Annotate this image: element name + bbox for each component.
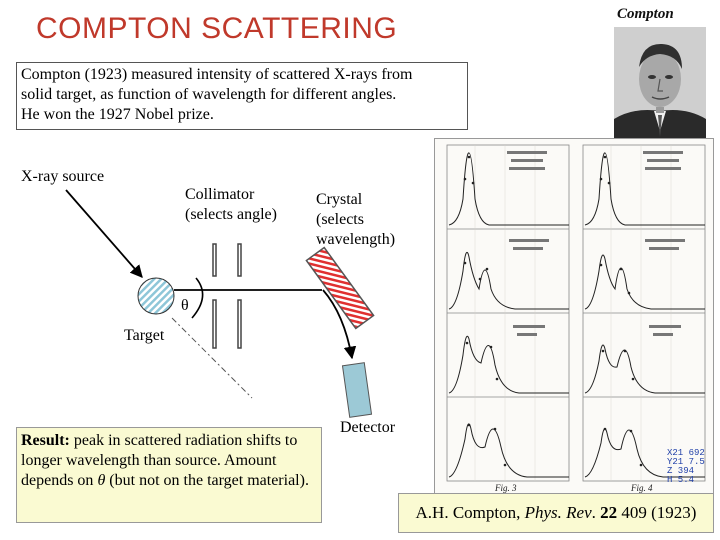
collimator-label-line: (selects angle): [185, 206, 277, 223]
photo-caption: Compton: [617, 6, 674, 22]
crystal: [305, 246, 375, 330]
crystal-label-line: wavelength): [316, 231, 396, 248]
target-disc: [137, 277, 175, 315]
fig-legend-line: Y21 7.5: [667, 457, 705, 467]
citation-box: A.H. Compton, Phys. Rev. 22 409 (1923): [398, 493, 714, 533]
intro-line: He won the 1927 Nobel prize.: [21, 106, 214, 123]
citation-author: A.H. Compton,: [415, 503, 525, 522]
collimator-slit: [237, 299, 242, 349]
fig-legend-line: H 5.4: [667, 475, 694, 485]
result-heading: Result:: [21, 432, 70, 449]
reflected-beam-arrow: [322, 289, 357, 360]
result-theta: θ: [97, 472, 106, 489]
fig3-label: Fig. 3: [494, 483, 517, 493]
compton-data-figure: Fig. 3 Fig. 4 X21 692 Y21 7.5 Z 394 H 5.…: [434, 138, 714, 500]
result-text-tail: (but not on the target material).: [105, 472, 309, 489]
undeflected-path-line: [171, 317, 253, 399]
result-text: peak in scattered radiation shifts to lo…: [21, 432, 298, 489]
theta-arc: [191, 277, 204, 319]
fig-legend-line: X21 692: [667, 448, 705, 458]
collimator-slit: [212, 243, 217, 277]
crystal-label-line: Crystal: [316, 191, 363, 208]
detector: [341, 362, 373, 418]
detector-label: Detector: [340, 419, 396, 436]
compton-portrait: [614, 27, 706, 147]
incoming-beam-arrow: [65, 189, 143, 278]
crystal-label-line: (selects: [316, 211, 364, 228]
crystal-label: Crystal (selects wavelength): [316, 190, 395, 250]
intro-text-box: Compton (1923) measured intensity of sca…: [16, 62, 468, 130]
x-ray-source-label: X-ray source: [21, 168, 105, 185]
fig-legend-line: Z 394: [667, 466, 694, 476]
result-text-box: Result: peak in scattered radiation shif…: [16, 427, 322, 523]
citation-journal: Phys. Rev: [524, 503, 592, 522]
collimator-label-line: Collimator: [185, 186, 255, 203]
slide-title: COMPTON SCATTERING: [36, 12, 398, 45]
target-label: Target: [124, 327, 165, 344]
intro-line: solid target, as function of wavelength …: [21, 86, 397, 103]
citation-pages-year: 409 (1923): [617, 503, 697, 522]
intro-line: Compton (1923) measured intensity of sca…: [21, 66, 413, 83]
citation-sep: .: [591, 503, 601, 522]
citation-volume: 22: [600, 503, 618, 522]
fig4-label: Fig. 4: [630, 483, 653, 493]
collimator-slit: [237, 243, 242, 277]
theta-label: θ: [181, 297, 189, 314]
collimator-slit: [212, 299, 217, 349]
collimator-label: Collimator (selects angle): [185, 185, 277, 225]
apparatus-diagram: [65, 189, 375, 418]
